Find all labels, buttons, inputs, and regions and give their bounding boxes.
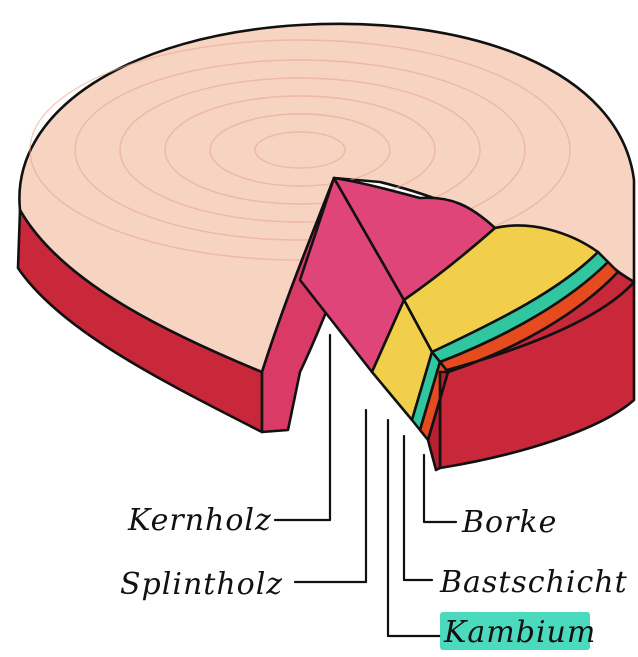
leader-bastschicht <box>404 436 432 580</box>
label-bastschicht: Bastschicht <box>439 565 628 600</box>
label-kambium: Kambium <box>443 615 596 650</box>
label-kernholz: Kernholz <box>127 503 272 538</box>
label-borke: Borke <box>461 505 557 540</box>
label-splintholz: Splintholz <box>120 567 283 602</box>
